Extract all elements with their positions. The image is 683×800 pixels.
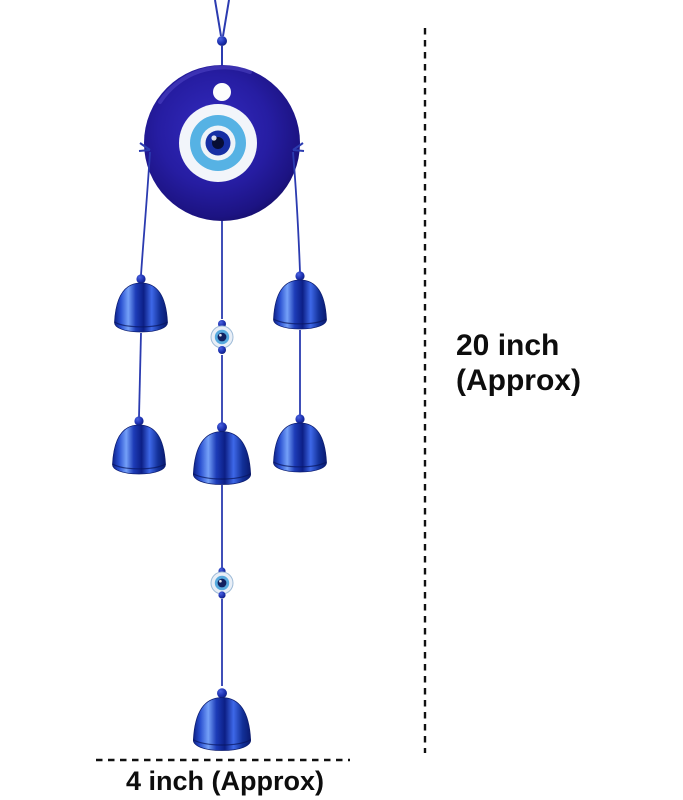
cord-bead <box>217 36 227 46</box>
height-approx: (Approx) <box>456 364 581 398</box>
bell-center <box>192 421 252 486</box>
height-dimension-label: 20 inch (Approx) <box>440 328 646 399</box>
evil-eye-bead-upper <box>210 320 234 354</box>
height-value: 20 inch <box>456 329 560 362</box>
bell-left-upper <box>113 273 169 333</box>
evil-eye-disc <box>138 65 305 221</box>
evil-eye-bead-lower <box>210 567 234 599</box>
bell-left-lower <box>111 415 167 475</box>
evil-eye <box>179 104 257 182</box>
bell-right-upper <box>272 270 328 330</box>
knot-left <box>138 142 151 152</box>
width-dimension-label: 4 inch (Approx) <box>125 766 324 796</box>
bell-right-lower <box>272 413 328 473</box>
strings <box>138 151 301 686</box>
hanging-hole <box>213 83 231 101</box>
knot-right <box>292 142 305 152</box>
bell-bottom <box>192 687 252 752</box>
